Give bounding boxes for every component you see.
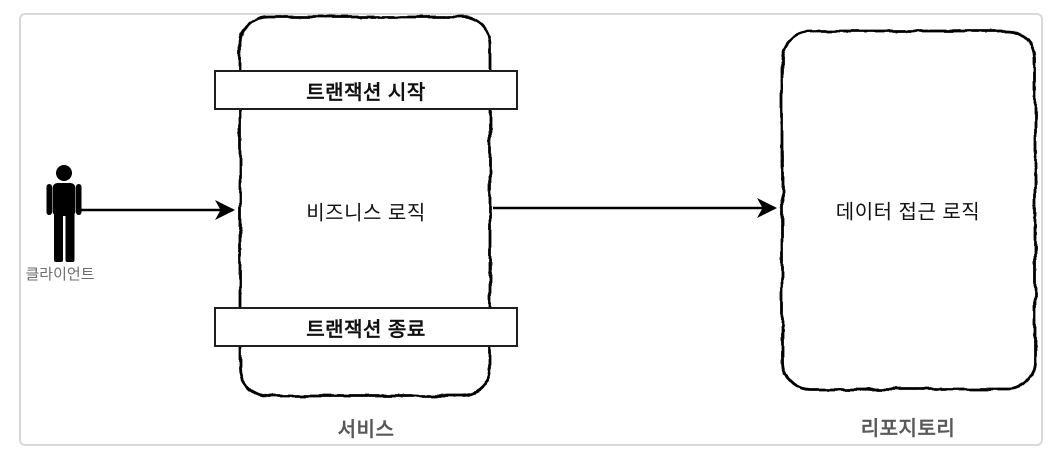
repository-group-label: 리포지토리 (860, 418, 956, 440)
person-icon (46, 165, 82, 262)
service-box (238, 15, 492, 398)
transaction-start-banner: 트랜잭션 시작 (214, 70, 518, 110)
diagram-frame (19, 13, 1043, 446)
data-access-logic-label: 데이터 접근 로직 (835, 201, 981, 224)
client-label: 클라이언트 (25, 266, 95, 283)
transaction-end-banner: 트랜잭션 종료 (214, 307, 518, 347)
service-group-label: 서비스 (337, 419, 395, 441)
repository-box (780, 29, 1037, 391)
business-logic-label: 비즈니스 로직 (306, 202, 426, 225)
